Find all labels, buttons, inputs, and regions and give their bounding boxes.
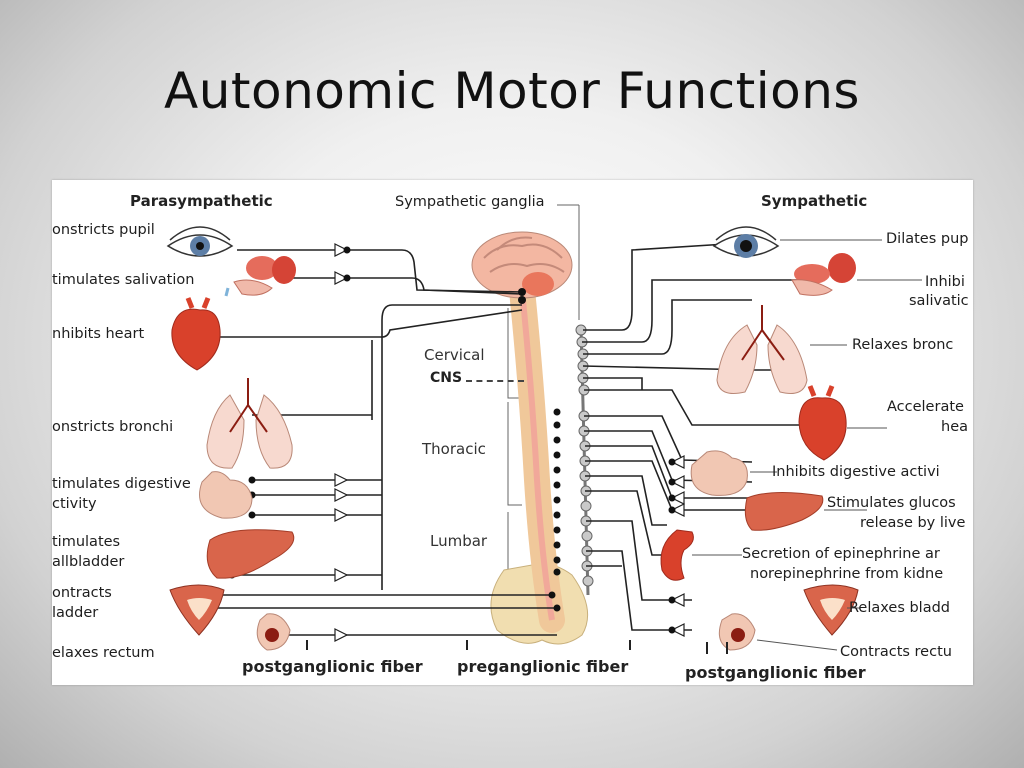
heart-icon-right bbox=[798, 385, 847, 461]
para-label-constricts-bronchi: onstricts bronchi bbox=[52, 419, 174, 435]
right-postganglionic-label: postganglionic fiber bbox=[685, 663, 866, 682]
symp-label-relaxes-bladder: Relaxes bladd bbox=[849, 600, 951, 616]
para-label-stimulates-salivation: timulates salivation bbox=[52, 272, 195, 288]
symp-label-contracts-rectum: Contracts rectu bbox=[840, 644, 952, 660]
liver-icon-right bbox=[744, 491, 824, 531]
para-label-inhibits-heart: nhibits heart bbox=[52, 326, 145, 342]
stomach-icon-right bbox=[690, 450, 748, 496]
cns-leader bbox=[466, 380, 524, 382]
para-label-relaxes-rectum: elaxes rectum bbox=[52, 645, 155, 661]
para-label-contracts: ontracts bbox=[52, 585, 112, 601]
liver-icon-left bbox=[206, 529, 295, 579]
left-postganglionic-label: postganglionic fiber bbox=[242, 657, 423, 676]
heart-icon-left bbox=[171, 297, 221, 371]
symp-label-relaxes-bronchi: Relaxes bronc bbox=[852, 337, 954, 353]
symp-label-dilates-pupil: Dilates pup bbox=[886, 231, 969, 247]
region-thoracic: Thoracic bbox=[422, 440, 486, 458]
parasympathetic-pathways bbox=[192, 249, 557, 636]
symp-label-inhibits: Inhibi bbox=[925, 274, 965, 290]
stomach-icon-left bbox=[199, 471, 253, 519]
right-label-leaders bbox=[692, 239, 922, 651]
region-cns: CNS bbox=[430, 370, 463, 386]
symp-label-salivation: salivatic bbox=[909, 293, 969, 309]
sympathetic-ganglia-label: Sympathetic ganglia bbox=[395, 194, 545, 210]
para-label-activity: ctivity bbox=[52, 496, 97, 512]
lungs-icon-right bbox=[716, 305, 808, 394]
parasympathetic-arrows bbox=[334, 243, 349, 642]
symp-label-accelerates: Accelerate bbox=[887, 399, 964, 415]
para-label-bladder: ladder bbox=[52, 605, 99, 621]
salivary-gland-icon-left bbox=[224, 256, 296, 297]
symp-label-secretion: Secretion of epinephrine ar bbox=[742, 546, 940, 562]
preganglionic-label: preganglionic fiber bbox=[457, 657, 629, 676]
rectum-icon-left bbox=[256, 613, 291, 651]
parasympathetic-header: Parasympathetic bbox=[130, 192, 273, 210]
rectum-icon-right bbox=[718, 613, 756, 651]
symp-label-heart: hea bbox=[941, 419, 968, 435]
eye-icon-left bbox=[166, 226, 234, 257]
para-label-stimulates-digestive: timulates digestive bbox=[52, 476, 191, 492]
spinal-cord-icon bbox=[509, 277, 565, 633]
bladder-icon-right bbox=[803, 584, 859, 636]
eye-icon-right bbox=[712, 226, 780, 258]
para-label-constricts-pupil: onstricts pupil bbox=[52, 222, 155, 238]
symp-label-inhibits-digestive: Inhibits digestive activi bbox=[772, 464, 940, 480]
para-label-stimulates: timulates bbox=[52, 534, 121, 550]
para-label-gallbladder: allbladder bbox=[52, 554, 125, 570]
autonomic-diagram: Parasympathetic Sympathetic Sympathetic … bbox=[52, 180, 973, 685]
sympathetic-header: Sympathetic bbox=[761, 192, 868, 210]
region-cervical: Cervical bbox=[424, 346, 485, 364]
slide-title: Autonomic Motor Functions bbox=[164, 62, 860, 120]
symp-label-kidney: norepinephrine from kidne bbox=[750, 566, 944, 582]
kidney-icon-right bbox=[660, 529, 694, 581]
sympathetic-arrows bbox=[670, 455, 685, 637]
symp-label-stimulates-glucose: Stimulates glucos bbox=[827, 495, 956, 511]
fiber-ticks bbox=[306, 640, 728, 654]
salivary-gland-icon-right bbox=[791, 253, 856, 296]
diagram-artwork bbox=[166, 204, 922, 654]
bladder-icon-left bbox=[169, 584, 225, 636]
lungs-icon-left bbox=[206, 378, 293, 469]
symp-label-release-by-liver: release by live bbox=[860, 515, 966, 531]
region-lumbar: Lumbar bbox=[430, 532, 488, 550]
